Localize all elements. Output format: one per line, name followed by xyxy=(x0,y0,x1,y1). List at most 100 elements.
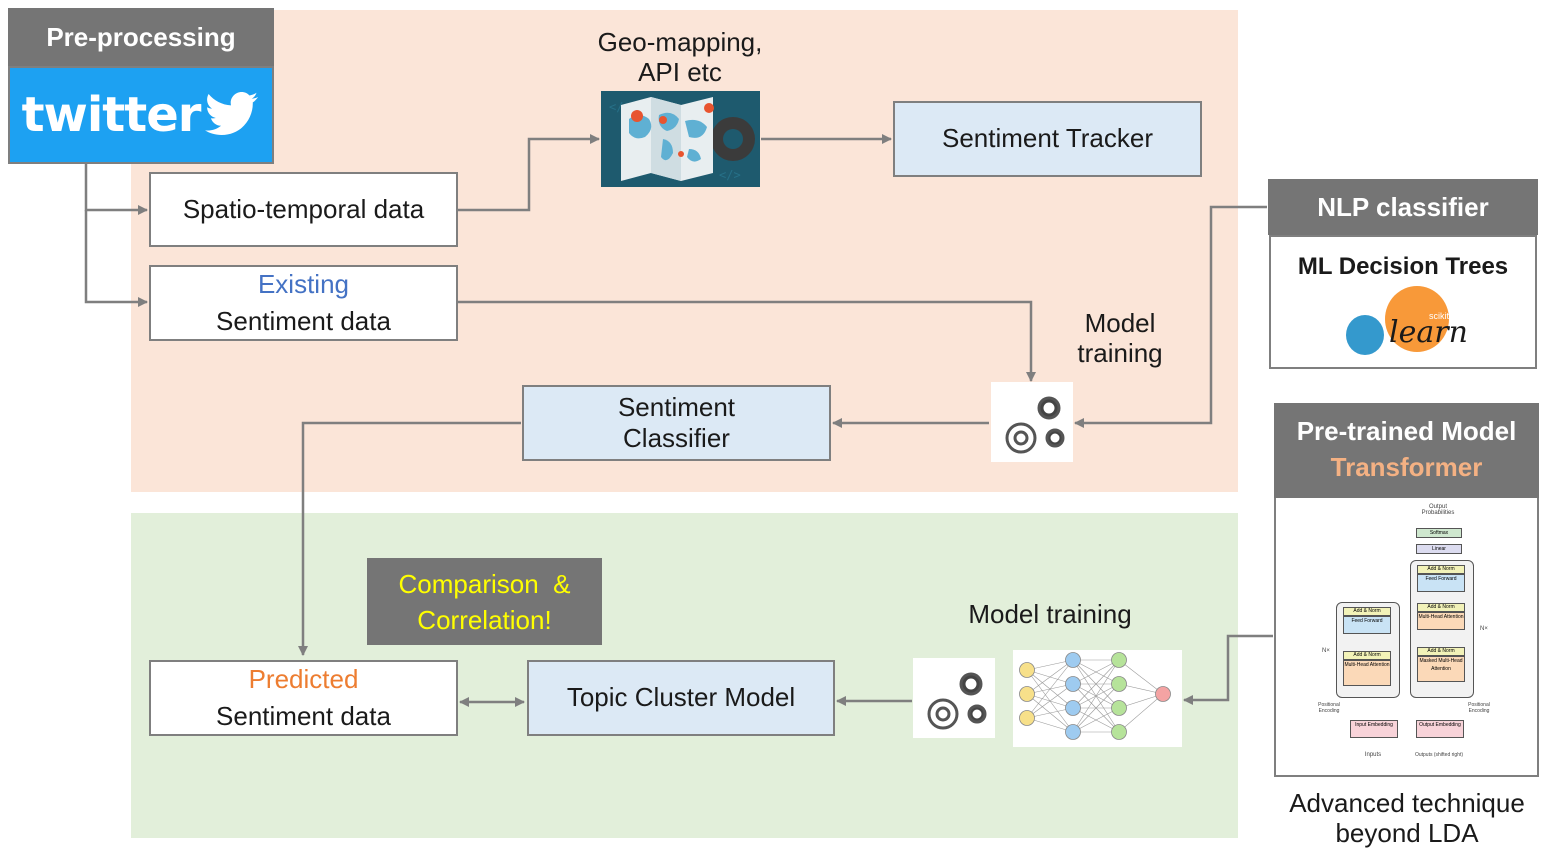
tf-inputs-label: Inputs xyxy=(1364,752,1382,758)
tf-output-prob-label: Output Probabilities xyxy=(1421,504,1455,516)
model-training-top-line2: training xyxy=(1077,337,1163,368)
nn-edge xyxy=(1026,659,1074,695)
tf-dec-masked: Masked Multi-Head Attention xyxy=(1417,656,1465,682)
tf-dec-addnorm-3: Add & Norm xyxy=(1417,565,1465,574)
advanced-technique-caption: Advanced technique beyond LDA xyxy=(1272,788,1542,849)
nn-node xyxy=(1065,700,1081,716)
nn-node xyxy=(1111,652,1127,668)
arrow-classifier-to-predicted xyxy=(298,421,521,656)
tf-linear-block: Linear xyxy=(1416,544,1462,554)
tf-dec-multihead: Multi-Head Attention xyxy=(1417,612,1465,630)
model-training-bottom-caption: Model training xyxy=(940,599,1160,630)
model-training-top-caption: Model training xyxy=(1060,308,1180,369)
nn-edge xyxy=(1026,683,1074,719)
sentiment-tracker-box: Sentiment Tracker xyxy=(893,101,1202,177)
tf-decoder-stack: Add & Norm Feed Forward Add & Norm Multi… xyxy=(1410,560,1474,698)
nlp-classifier-header-label: NLP classifier xyxy=(1317,191,1489,222)
tf-nx-left: N× xyxy=(1322,648,1330,654)
advanced-line1: Advanced technique xyxy=(1289,788,1525,818)
nn-node xyxy=(1019,662,1035,678)
nn-edge xyxy=(1072,683,1120,733)
nn-node xyxy=(1065,652,1081,668)
twitter-bird-icon xyxy=(205,92,259,135)
sentiment-classifier-box: Sentiment Classifier xyxy=(522,385,831,461)
tf-enc-addnorm-1: Add & Norm xyxy=(1343,651,1391,660)
comparison-correlation-box: Comparison & Correlation! xyxy=(367,558,602,645)
tf-enc-feedforward: Feed Forward xyxy=(1343,616,1391,634)
geo-caption-line2: API etc xyxy=(638,56,722,87)
predicted-label: Predicted xyxy=(248,663,359,694)
ml-decision-trees-title: ML Decision Trees xyxy=(1297,253,1509,280)
topic-cluster-label: Topic Cluster Model xyxy=(566,682,796,713)
nn-edge xyxy=(1026,717,1074,733)
topic-cluster-model-box: Topic Cluster Model xyxy=(527,660,835,736)
sentiment-tracker-label: Sentiment Tracker xyxy=(942,123,1153,154)
nn-node xyxy=(1065,676,1081,692)
advanced-line2: beyond LDA xyxy=(1335,817,1479,848)
preprocessing-header: Pre-processing xyxy=(8,8,274,66)
nn-edge xyxy=(1118,693,1164,733)
learn-label: learn xyxy=(1389,315,1468,350)
model-training-bottom-label: Model training xyxy=(968,599,1132,629)
nn-edge xyxy=(1072,707,1120,733)
tf-dec-feedforward: Feed Forward xyxy=(1417,574,1465,592)
comparison-line2: Correlation! xyxy=(417,605,552,636)
tf-encoder-stack: Add & Norm Feed Forward Add & Norm Multi… xyxy=(1336,602,1400,698)
pretrained-model-label: Pre-trained Model xyxy=(1296,416,1517,446)
arrow-twitter-to-existing xyxy=(84,210,148,307)
tf-pos-enc-right: Positional Encoding xyxy=(1468,702,1490,714)
neural-network-icon xyxy=(1013,650,1182,747)
svg-text:</>: </> xyxy=(719,168,741,182)
arrow-spatio-to-geo xyxy=(458,134,600,212)
predicted-sentiment-box: Predicted Sentiment data xyxy=(149,660,458,736)
existing-sentiment-box: Existing Sentiment data xyxy=(149,265,458,341)
classifier-line2: Classifier xyxy=(623,423,730,453)
twitter-logo: twitter xyxy=(8,66,274,164)
classifier-line1: Sentiment xyxy=(617,391,736,422)
nn-node xyxy=(1155,686,1171,702)
geo-caption: Geo-mapping, API etc xyxy=(560,27,800,88)
geo-caption-line1: Geo-mapping, xyxy=(597,27,763,57)
nlp-classifier-header: NLP classifier xyxy=(1268,179,1538,235)
spatio-temporal-label: Spatio-temporal data xyxy=(182,193,425,224)
tf-pos-enc-left: Positional Encoding xyxy=(1318,702,1340,714)
gears-icon-top xyxy=(991,382,1073,462)
tf-dec-addnorm-2: Add & Norm xyxy=(1417,603,1465,612)
scikit-learn-logo xyxy=(1346,286,1449,355)
scikit-label: scikit xyxy=(1429,311,1449,321)
nn-node xyxy=(1019,686,1035,702)
tf-nx-right: N× xyxy=(1480,626,1488,632)
existing-sentiment-label: Sentiment data xyxy=(216,306,391,336)
map-gear-icon: </> </> xyxy=(601,91,760,187)
nn-node xyxy=(1065,724,1081,740)
comparison-line1: Comparison & xyxy=(398,569,571,599)
tf-dec-addnorm-1: Add & Norm xyxy=(1417,647,1465,656)
pretrained-model-header: Pre-trained Model Transformer xyxy=(1274,403,1539,498)
nn-edge xyxy=(1026,659,1074,719)
preprocessing-header-label: Pre-processing xyxy=(46,21,236,52)
model-training-top-line1: Model xyxy=(1084,308,1156,338)
nn-node xyxy=(1111,724,1127,740)
arrow-existing-to-training xyxy=(458,300,1036,382)
tf-input-embedding: Input Embedding xyxy=(1350,720,1398,738)
nn-edge xyxy=(1072,659,1120,733)
tf-output-embedding: Output Embedding xyxy=(1416,720,1464,738)
tf-enc-addnorm-2: Add & Norm xyxy=(1343,607,1391,616)
nn-node xyxy=(1111,700,1127,716)
nn-edge xyxy=(1072,659,1120,709)
nn-node xyxy=(1019,710,1035,726)
tf-enc-multihead: Multi-Head Attention xyxy=(1343,660,1391,686)
existing-label: Existing xyxy=(257,268,350,299)
transformer-label: Transformer xyxy=(1330,452,1483,483)
nn-edge xyxy=(1118,659,1164,695)
arrow-twitter-to-spatio xyxy=(84,164,148,215)
arrow-nlp-to-training xyxy=(1074,205,1267,428)
nn-edge xyxy=(1072,659,1120,685)
nn-node xyxy=(1111,676,1127,692)
predicted-sentiment-label: Sentiment data xyxy=(216,701,391,731)
nlp-classifier-panel: ML Decision Trees scikit learn xyxy=(1269,235,1537,369)
tf-outputs-label: Outputs (shifted right) xyxy=(1414,752,1464,758)
arrow-transformer-to-nn xyxy=(1183,634,1273,705)
spatio-temporal-box: Spatio-temporal data xyxy=(149,172,458,247)
